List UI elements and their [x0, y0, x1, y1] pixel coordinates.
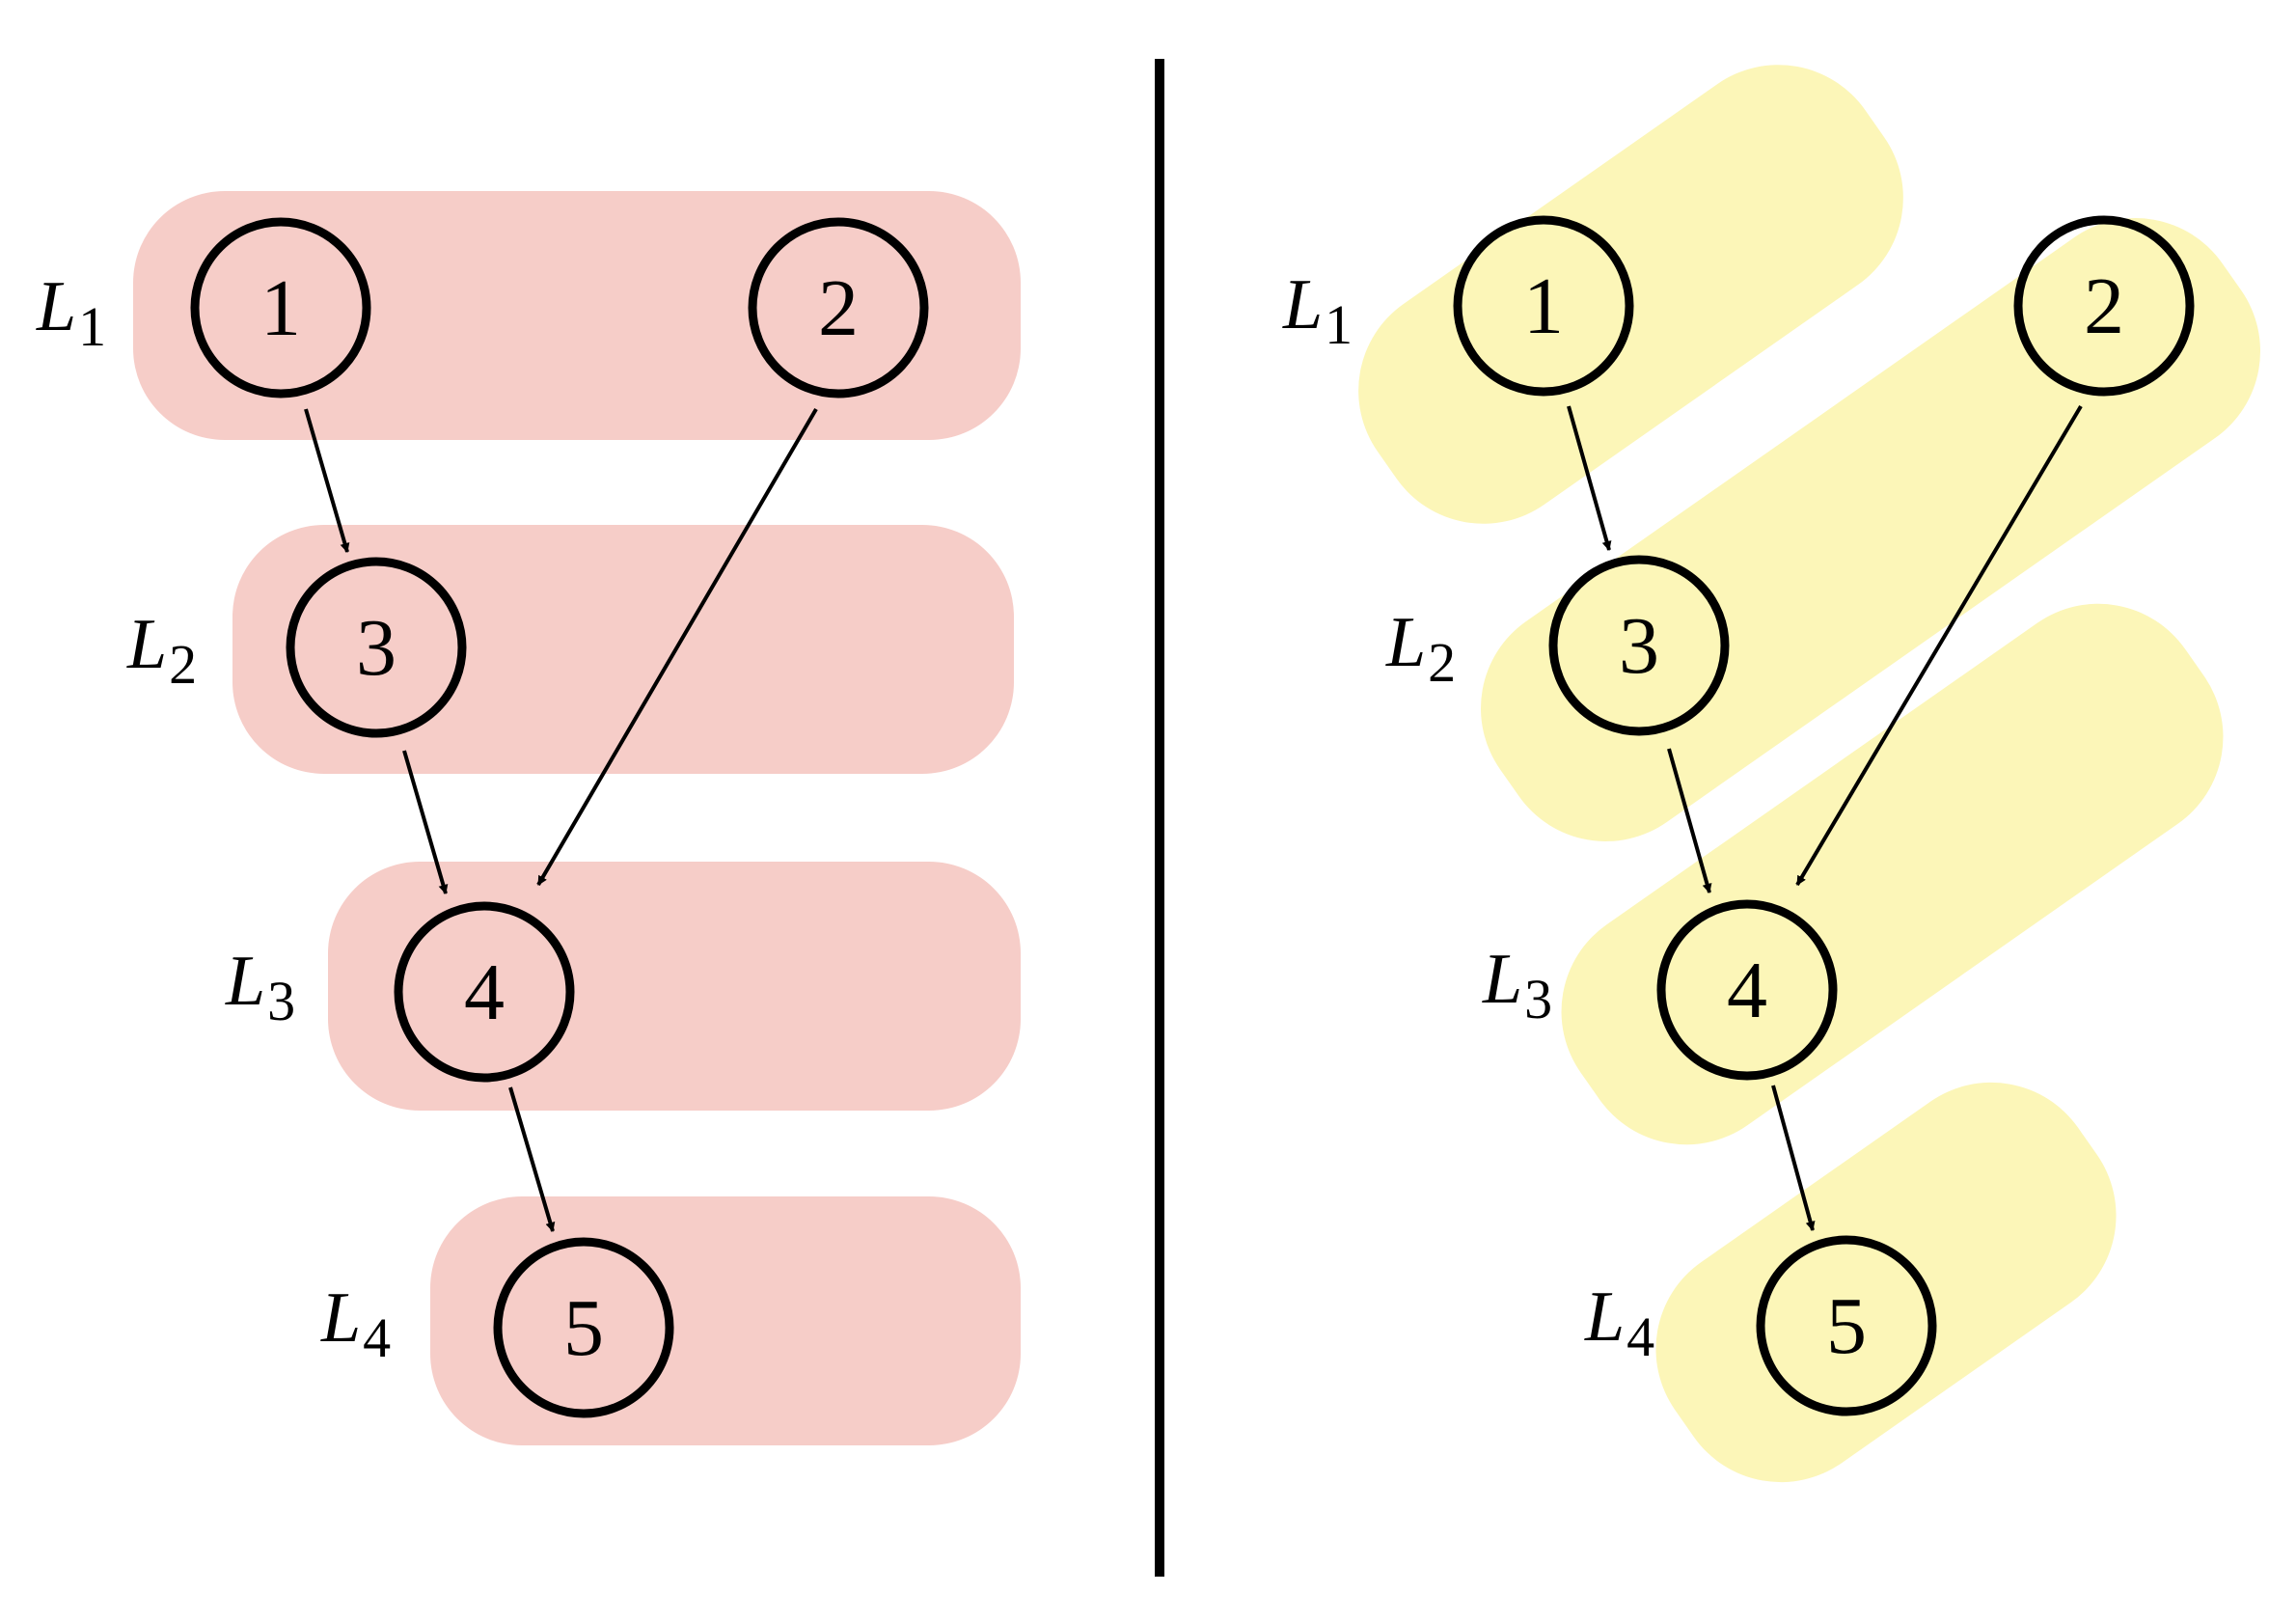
- left-layer-label-L1: L1: [36, 267, 106, 358]
- svg-text:5: 5: [563, 1283, 604, 1373]
- svg-text:1: 1: [260, 263, 301, 353]
- left-edge-2-to-4: [536, 407, 818, 887]
- right-layer-label-L2: L2: [1385, 603, 1456, 694]
- right-layer-label-L4: L4: [1584, 1278, 1654, 1368]
- left-edge-1-to-3: [304, 408, 350, 553]
- right-node-1: 1: [1453, 215, 1634, 397]
- left-band-L3: [328, 862, 1021, 1111]
- right-node-2: 2: [2013, 215, 2195, 397]
- right-band-3: [1561, 603, 2224, 1145]
- left-layer-label-L2: L2: [126, 605, 197, 696]
- svg-text:2: 2: [818, 263, 859, 353]
- left-node-5: 5: [493, 1237, 674, 1418]
- right-edges: [1567, 404, 2083, 1231]
- left-layer-label-L4: L4: [320, 1278, 391, 1369]
- right-band-2: [1481, 218, 2260, 841]
- right-node-5: 5: [1756, 1235, 1937, 1416]
- right-node-3: 3: [1548, 555, 1730, 736]
- svg-text:1: 1: [1523, 261, 1564, 351]
- left-edge-4-to-5: [508, 1086, 556, 1232]
- right-band-4: [1655, 1082, 2117, 1483]
- left-node-2: 2: [748, 217, 929, 398]
- left-panel: 1 2 3 4 5 L1 L2 L3 L4: [36, 191, 1021, 1445]
- left-layer-label-L3: L3: [225, 942, 295, 1032]
- right-edge-1-to-3: [1567, 405, 1612, 551]
- right-edge-3-to-4: [1667, 748, 1712, 893]
- right-layer-label-L1: L1: [1282, 265, 1353, 356]
- svg-text:4: 4: [1727, 946, 1767, 1035]
- right-edge-2-to-4: [1795, 404, 2083, 887]
- svg-text:5: 5: [1826, 1281, 1867, 1371]
- left-node-4: 4: [394, 901, 575, 1083]
- left-node-3: 3: [286, 557, 467, 738]
- left-edge-3-to-4: [402, 750, 449, 894]
- left-band-L1: [133, 191, 1021, 440]
- right-node-4: 4: [1656, 899, 1838, 1081]
- right-layer-label-L3: L3: [1482, 940, 1552, 1030]
- right-panel: 1 2 3 4 5 L1 L2 L3 L4: [1282, 65, 2260, 1483]
- svg-text:3: 3: [356, 603, 396, 693]
- svg-text:3: 3: [1619, 601, 1659, 691]
- svg-text:4: 4: [464, 948, 505, 1037]
- left-edges: [304, 407, 818, 1232]
- left-band-L4: [430, 1196, 1021, 1445]
- right-edge-4-to-5: [1771, 1085, 1816, 1231]
- svg-text:2: 2: [2084, 261, 2124, 351]
- left-node-1: 1: [190, 217, 371, 398]
